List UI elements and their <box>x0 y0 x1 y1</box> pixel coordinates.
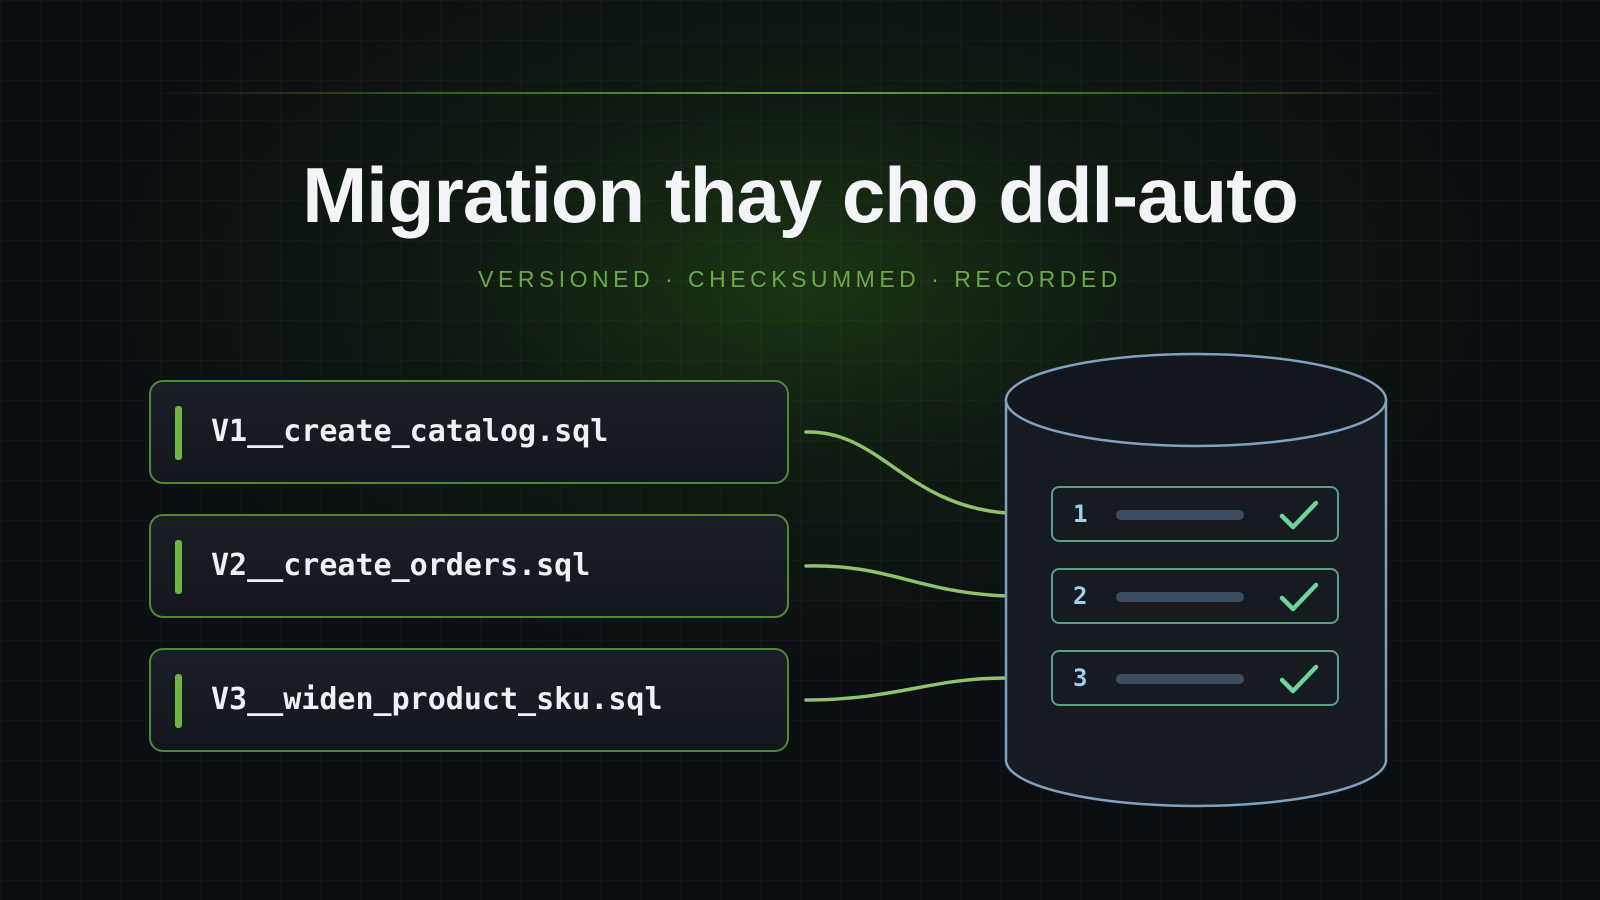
migration-file-name: V1__create_catalog.sql <box>211 414 609 449</box>
history-row-2: 2 <box>1051 568 1339 624</box>
history-row-placeholder-line <box>1116 510 1244 520</box>
history-row-1: 1 <box>1051 486 1339 542</box>
migration-file-v1: V1__create_catalog.sql <box>149 380 789 484</box>
history-row-number: 1 <box>1073 500 1088 528</box>
top-divider <box>150 92 1450 94</box>
connector-v2 <box>804 564 1008 598</box>
check-icon <box>1279 500 1319 530</box>
migration-file-v3: V3__widen_product_sku.sql <box>149 648 789 752</box>
history-row-3: 3 <box>1051 650 1339 706</box>
accent-bar <box>175 406 182 460</box>
history-row-placeholder-line <box>1116 592 1244 602</box>
migration-file-name: V2__create_orders.sql <box>211 548 591 583</box>
history-row-placeholder-line <box>1116 674 1244 684</box>
connector-v1 <box>804 430 1008 515</box>
history-row-number: 3 <box>1073 664 1088 692</box>
migration-file-v2: V2__create_orders.sql <box>149 514 789 618</box>
page-subtitle: VERSIONED · CHECKSUMMED · RECORDED <box>478 266 1122 292</box>
accent-bar <box>175 540 182 594</box>
history-row-number: 2 <box>1073 582 1088 610</box>
accent-bar <box>175 674 182 728</box>
check-icon <box>1279 664 1319 694</box>
page-title: Migration thay cho ddl-auto <box>302 151 1299 239</box>
migration-file-name: V3__widen_product_sku.sql <box>211 682 663 717</box>
check-icon <box>1279 582 1319 612</box>
connector-v3 <box>804 676 1008 702</box>
